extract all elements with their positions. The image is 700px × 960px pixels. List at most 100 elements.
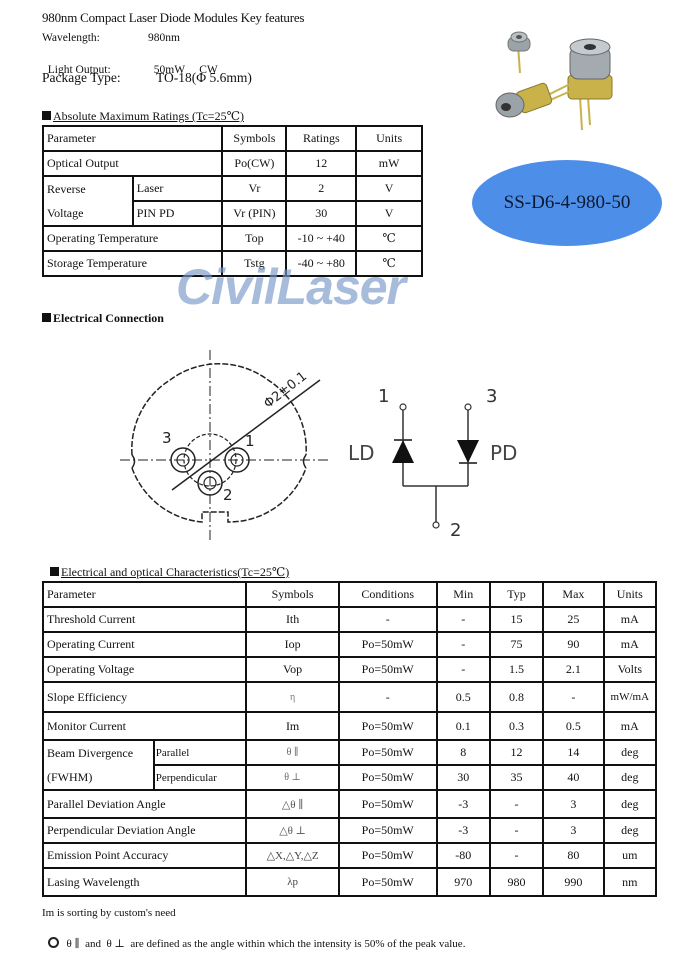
feature-value: 50mW CW	[153, 64, 218, 76]
symbol-cell: θ ⊥	[245, 764, 340, 791]
table-row: Parallel Deviation Angle △θ ∥ Po=50mW -3…	[41, 789, 658, 819]
document-title: 980nm Compact Laser Diode Modules Key fe…	[42, 10, 305, 25]
condition-cell: Po=50mW	[337, 739, 438, 766]
min-cell: -	[435, 631, 491, 658]
max-cell: 3	[542, 789, 605, 819]
condition-cell: Po=50mW	[337, 789, 438, 819]
feature-wavelength: Wavelength:980nm	[42, 32, 180, 44]
max-cell: 990	[542, 867, 605, 897]
symbol-cell: λp	[245, 867, 340, 897]
unit-cell: ℃	[355, 225, 423, 252]
min-cell: -80	[435, 842, 491, 869]
header-cell: Symbols	[221, 125, 288, 152]
symbol-cell: △θ ⊥	[245, 817, 340, 844]
min-cell: 0.5	[435, 681, 491, 713]
bullet-square-icon	[42, 111, 51, 120]
symbol-cell: Tstg	[221, 250, 288, 277]
condition-cell: Po=50mW	[337, 842, 438, 869]
symbol-cell: Vop	[245, 656, 340, 683]
rating-cell: -10 ~ +40	[285, 225, 358, 252]
min-cell: -3	[435, 817, 491, 844]
param-cell: Perpendicular Deviation Angle	[41, 817, 248, 844]
param-cell: Operating Voltage	[41, 656, 248, 683]
unit-cell: mA	[602, 631, 658, 658]
absolute-max-ratings-table: Parameter Symbols Ratings Units Optical …	[41, 125, 423, 277]
unit-cell: V	[355, 200, 423, 227]
feature-package-type: Package Type:TO-18(Φ 5.6mm)	[42, 70, 252, 86]
table-row: Beam Divergence (FWHM) Parallel θ ∥ Po=5…	[42, 739, 658, 791]
feature-value: 980nm	[148, 32, 180, 44]
header-cell: Ratings	[285, 125, 358, 152]
typ-cell: -	[488, 842, 545, 869]
min-cell: 8	[435, 739, 491, 766]
unit-cell: mW	[355, 150, 423, 177]
unit-cell: V	[355, 175, 423, 202]
table-row: Threshold Current Ith - - 15 25 mA	[41, 606, 658, 633]
unit-cell: Volts	[602, 656, 658, 683]
feature-label: Light Output:	[47, 64, 111, 76]
typ-cell: 1.5	[488, 656, 545, 683]
characteristics-heading: Electrical and optical Characteristics(T…	[50, 565, 289, 580]
note-monitor-current: Im is sorting by custom's need	[42, 907, 176, 919]
symbol-cell: η	[245, 681, 340, 713]
typ-cell: 980	[488, 867, 545, 897]
max-cell: 80	[542, 842, 605, 869]
symbol-cell: Ith	[245, 606, 340, 633]
typ-cell: 75	[488, 631, 545, 658]
circle-bullet-icon	[47, 937, 59, 948]
condition-cell: Po=50mW	[337, 656, 438, 683]
max-cell: 40	[542, 764, 605, 791]
table-row: Slope Efficiency η - 0.5 0.8 - mW/mA	[41, 681, 658, 713]
table-row: Emission Point Accuracy △X,△Y,△Z Po=50mW…	[41, 842, 658, 869]
symbol-cell: △θ ∥	[245, 789, 340, 819]
table-row: Operating Temperature Top -10 ~ +40 ℃	[41, 225, 423, 252]
symbol-cell: Vr (PIN)	[221, 200, 288, 227]
sub-param-cell: Laser	[131, 175, 224, 202]
param-cell: Reverse Voltage	[42, 175, 134, 227]
pin-label: 1	[378, 386, 389, 407]
pin-label: 1	[245, 432, 255, 450]
condition-cell: Po=50mW	[337, 711, 438, 741]
pd-label: PD	[490, 441, 517, 465]
param-cell: Operating Temperature	[41, 225, 224, 252]
electrical-connection-heading: Electrical Connection	[42, 311, 164, 326]
param-cell: Beam Divergence (FWHM)	[42, 739, 155, 791]
header-cell: Typ	[488, 581, 545, 608]
header-cell: Units	[602, 581, 658, 608]
header-cell: Conditions	[337, 581, 438, 608]
rating-cell: 30	[285, 200, 358, 227]
symbol-cell: θ ∥	[245, 739, 340, 766]
symbol-cell: Im	[245, 711, 340, 741]
header-cell: Parameter	[41, 125, 224, 152]
pin-label: 2	[223, 486, 233, 504]
table-row: Optical Output Po(CW) 12 mW	[41, 150, 423, 177]
model-number: SS-D6-4-980-50	[503, 192, 631, 213]
min-cell: 30	[435, 764, 491, 791]
header-cell: Symbols	[245, 581, 340, 608]
table-row: PIN PD Vr (PIN) 30 V	[43, 200, 423, 227]
typ-cell: -	[488, 789, 545, 819]
table-row: Perpendicular θ ⊥ Po=50mW 30 35 40 deg	[43, 764, 658, 791]
table-row: Lasing Wavelength λp Po=50mW 970 980 990…	[41, 867, 658, 897]
param-cell: Emission Point Accuracy	[41, 842, 248, 869]
header-cell: Units	[355, 125, 423, 152]
typ-cell: 0.3	[488, 711, 545, 741]
typ-cell: -	[488, 817, 545, 844]
symbol-cell: Vr	[221, 175, 288, 202]
unit-cell: mA	[602, 711, 658, 741]
header-cell: Max	[542, 581, 605, 608]
header-cell: Min	[435, 581, 491, 608]
table-row: Perpendicular Deviation Angle △θ ⊥ Po=50…	[41, 817, 658, 844]
max-cell: 3	[542, 817, 605, 844]
table-row: Operating Voltage Vop Po=50mW - 1.5 2.1 …	[41, 656, 658, 683]
feature-label: Package Type:	[42, 70, 121, 85]
table-row: Reverse Voltage Laser Vr 2 V	[42, 175, 423, 227]
sub-param-cell: Parallel	[152, 739, 248, 766]
amr-heading: Absolute Maximum Ratings (Tc=25℃)	[42, 109, 244, 124]
table-header-row: Parameter Symbols Conditions Min Typ Max…	[41, 581, 658, 608]
unit-cell: ℃	[355, 250, 423, 277]
pinout-diagram: Φ2±0.1 3 1 2	[120, 350, 330, 540]
min-cell: 0.1	[435, 711, 491, 741]
typ-cell: 15	[488, 606, 545, 633]
condition-cell: Po=50mW	[337, 867, 438, 897]
